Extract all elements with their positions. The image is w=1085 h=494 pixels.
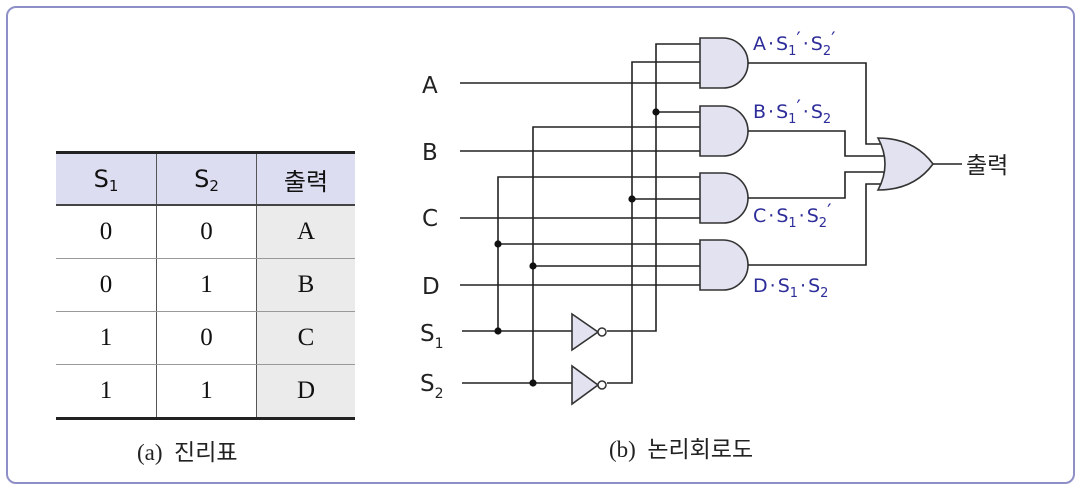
input-label-s2: S2 xyxy=(420,371,444,402)
term-label-and4: D·S1·S2 xyxy=(753,275,828,301)
output-label: 출력 xyxy=(966,153,1008,179)
truth-table: S1 S2 출력 0 0 A 0 1 B 1 0 C 1 1 D xyxy=(56,151,355,420)
table-header-row: S1 S2 출력 xyxy=(56,152,355,206)
cell-s1: 1 xyxy=(56,311,157,365)
not-gate-s2 xyxy=(571,364,607,406)
and-gate-d xyxy=(699,239,749,291)
caption-logic-circuit: (b) 논리회로도 xyxy=(609,437,754,463)
table-row: 0 0 A xyxy=(56,205,355,259)
cell-s2: 0 xyxy=(156,311,257,365)
cell-output: D xyxy=(256,364,355,419)
cell-output: C xyxy=(256,311,355,365)
cell-s2: 1 xyxy=(156,364,257,419)
input-label-c: C xyxy=(422,206,438,232)
header-s2: S2 xyxy=(156,152,257,206)
table-row: 1 1 D xyxy=(56,364,355,419)
header-s1: S1 xyxy=(56,152,157,206)
cell-output: A xyxy=(256,205,355,259)
input-label-b: B xyxy=(422,140,438,166)
cell-s1: 1 xyxy=(56,364,157,419)
junction-dots xyxy=(494,108,660,387)
and-gate-a xyxy=(699,37,749,89)
input-label-s1: S1 xyxy=(420,321,444,352)
table-row: 0 1 B xyxy=(56,258,355,312)
or-input-wires xyxy=(748,62,888,266)
not-gate-s1 xyxy=(571,312,607,352)
select-wires xyxy=(462,43,700,384)
cell-s1: 0 xyxy=(56,258,157,312)
cell-output: B xyxy=(256,258,355,312)
and-gate-c xyxy=(699,172,749,224)
and-gate-b xyxy=(699,105,749,157)
input-label-a: A xyxy=(422,73,438,99)
header-output: 출력 xyxy=(256,152,355,206)
or-gate xyxy=(876,137,934,191)
term-label-and3: C·S1·S2′ xyxy=(753,200,831,231)
cell-s2: 1 xyxy=(156,258,257,312)
cell-s1: 0 xyxy=(56,205,157,259)
data-input-wires xyxy=(460,82,700,286)
caption-truth-table: (a) 진리표 xyxy=(137,440,238,466)
cell-s2: 0 xyxy=(156,205,257,259)
term-label-and2: B·S1′·S2 xyxy=(753,96,831,127)
input-label-d: D xyxy=(422,274,440,300)
term-label-and1: A·S1′·S2′ xyxy=(753,28,835,59)
table-row: 1 0 C xyxy=(56,311,355,365)
